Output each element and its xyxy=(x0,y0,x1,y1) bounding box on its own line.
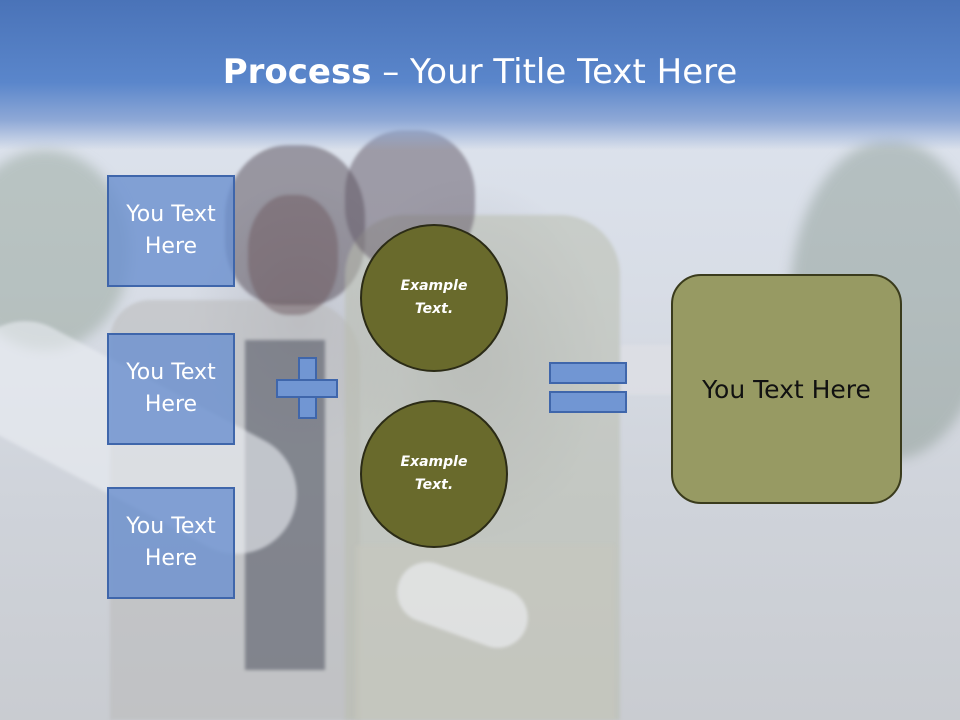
title-rest: – Your Title Text Here xyxy=(371,52,738,92)
example-circle-2[interactable]: Example Text. xyxy=(360,400,508,548)
result-box[interactable]: You Text Here xyxy=(671,274,902,504)
example-circle-1[interactable]: Example Text. xyxy=(360,224,508,372)
house xyxy=(620,345,675,395)
equals-icon-bottom-bar xyxy=(549,391,627,413)
plus-icon xyxy=(276,357,340,421)
circle-1-line1: Example xyxy=(400,278,468,294)
result-text: You Text Here xyxy=(702,374,871,404)
text-box-1-line1: You Text xyxy=(126,202,216,227)
text-box-2-line1: You Text xyxy=(126,360,216,385)
text-box-3-line1: You Text xyxy=(126,514,216,539)
text-box-1-line2: Here xyxy=(144,234,198,259)
woman-face xyxy=(248,195,338,315)
circle-1-line2: Text. xyxy=(414,301,454,317)
title-band xyxy=(0,0,960,150)
text-box-2-line2: Here xyxy=(144,392,198,417)
equals-icon-top-bar xyxy=(549,362,627,384)
slide-title[interactable]: Process – Your Title Text Here xyxy=(0,52,960,92)
title-bold: Process xyxy=(222,52,372,92)
circle-2-line2: Text. xyxy=(414,477,454,493)
text-box-3-line2: Here xyxy=(144,546,198,571)
circle-2-line1: Example xyxy=(400,454,468,470)
